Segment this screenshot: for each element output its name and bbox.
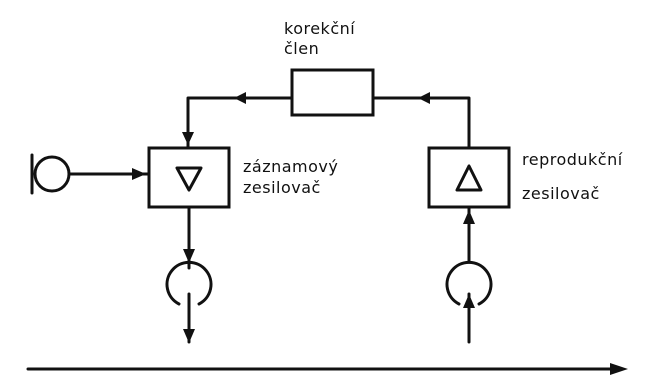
tape-direction-arrow-icon [610,363,628,375]
arrow-up-into-playback-amp [463,210,475,224]
correction-label-line2: člen [284,39,319,58]
playback-amplifier-triangle-icon [455,164,483,192]
playback-amplifier-box [427,146,511,209]
correction-to-recording-line [186,96,294,150]
playback-label-line2: zesilovač [522,184,600,203]
arrow-down-to-recording-head [183,249,195,263]
arrow-left-top-left [234,92,246,104]
recording-amplifier-triangle-icon [175,166,203,192]
arrow-into-recording-amp [132,168,146,180]
recording-label-line1: záznamový [243,157,338,176]
recording-head-icon [165,260,213,306]
correction-label-line1: korekční [284,19,355,38]
playback-label-line1: reprodukční [522,150,623,169]
arrow-up-into-playback-head [463,294,475,308]
arrow-down-from-recording-head [183,329,195,343]
arrow-down-into-recording-amp [182,132,194,145]
recording-amplifier-box [147,146,231,209]
correction-member-box [290,68,375,117]
recording-label-line2: zesilovač [243,178,321,197]
arrow-left-top-right [418,92,430,104]
microphone-icon [33,155,71,193]
playback-to-correction-line [371,96,471,150]
